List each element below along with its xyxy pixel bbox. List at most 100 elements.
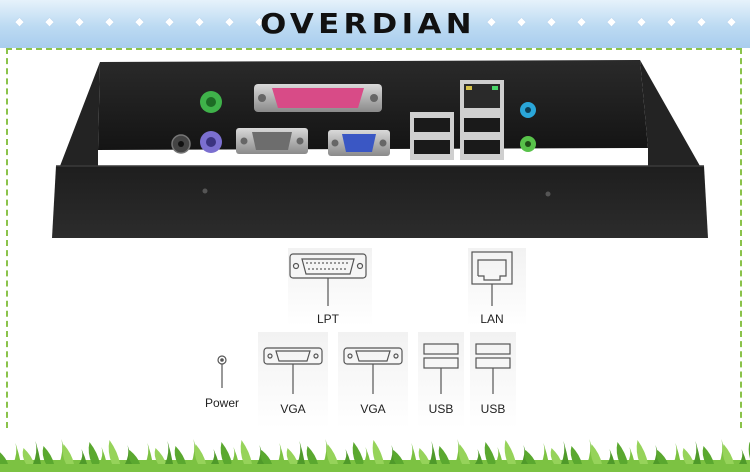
banner-dot-icon: ◆ bbox=[135, 16, 144, 28]
grass-border bbox=[0, 439, 750, 472]
banner-dot-icon: ◆ bbox=[225, 16, 234, 28]
grass-leaf-icon bbox=[561, 441, 569, 464]
grass-leaf-icon bbox=[62, 444, 74, 464]
grass-leaf-icon bbox=[286, 448, 298, 464]
port-diagram: LPT LAN Power VGA VGA USB USB bbox=[0, 248, 750, 428]
grass-leaf-icon bbox=[722, 444, 734, 464]
grass-leaf-icon bbox=[673, 443, 681, 464]
vga1-label: VGA bbox=[280, 402, 306, 416]
grass-leaf-icon bbox=[260, 450, 272, 464]
grass-leaf-icon bbox=[0, 439, 750, 464]
power-jack-icon bbox=[217, 355, 227, 388]
grass-leaf-icon bbox=[220, 442, 232, 464]
power-label: Power bbox=[204, 396, 239, 410]
grass-leaf-icon bbox=[343, 449, 351, 464]
grass-leaf-icon bbox=[79, 449, 87, 464]
banner-dot-icon: ◆ bbox=[165, 16, 174, 28]
grass-leaf-icon bbox=[524, 450, 536, 464]
banner-dot-icon: ◆ bbox=[45, 16, 54, 28]
grass-leaf-icon bbox=[352, 442, 364, 464]
screw-icon bbox=[202, 188, 208, 194]
grass-leaf-icon bbox=[165, 441, 173, 464]
grass-leaf-icon bbox=[504, 440, 516, 464]
grass-leaf-icon bbox=[418, 448, 430, 464]
device-front-flange bbox=[52, 166, 708, 238]
grass-leaf-icon bbox=[194, 444, 206, 464]
grass-leaf-icon bbox=[231, 447, 239, 464]
grass-leaf-icon bbox=[363, 447, 371, 464]
grass-leaf-icon bbox=[306, 446, 318, 464]
device-left-wing bbox=[60, 62, 100, 166]
usb2-label: USB bbox=[480, 402, 506, 416]
grass-leaf-icon bbox=[475, 449, 483, 464]
lpt-label: LPT bbox=[316, 312, 339, 326]
banner-dot-icon: ◆ bbox=[637, 16, 646, 28]
grass-leaf-icon bbox=[590, 444, 602, 464]
banner-dot-icon: ◆ bbox=[697, 16, 706, 28]
grass-leaf-icon bbox=[627, 447, 635, 464]
grass-leaf-icon bbox=[211, 449, 219, 464]
grass-leaf-icon bbox=[682, 448, 694, 464]
grass-leaf-icon bbox=[484, 442, 496, 464]
device-right-wing bbox=[640, 60, 700, 166]
screw-icon bbox=[545, 191, 551, 197]
grass-leaf-icon bbox=[240, 440, 252, 464]
grass-leaf-icon bbox=[656, 450, 668, 464]
banner-dot-icon: ◆ bbox=[105, 16, 114, 28]
vga2-label: VGA bbox=[360, 402, 386, 416]
grass-leaf-icon bbox=[297, 441, 305, 464]
grass-leaf-icon bbox=[33, 441, 41, 464]
grass-leaf-icon bbox=[42, 446, 54, 464]
vga-icon bbox=[263, 347, 323, 394]
grass-leaf-icon bbox=[570, 446, 582, 464]
banner-dot-icon: ◆ bbox=[667, 16, 676, 28]
grass-leaf-icon bbox=[0, 452, 8, 464]
grass-leaf-icon bbox=[739, 449, 747, 464]
grass-leaf-icon bbox=[128, 450, 140, 464]
banner-dot-icon: ◆ bbox=[547, 16, 556, 28]
grass-leaf-icon bbox=[693, 441, 701, 464]
brand-title: OVERDIAN bbox=[260, 7, 476, 40]
usb-icon bbox=[475, 343, 511, 394]
banner-dot-icon: ◆ bbox=[727, 16, 736, 28]
grass-leaf-icon bbox=[88, 442, 100, 464]
banner-dot-icon: ◆ bbox=[577, 16, 586, 28]
grass-leaf-icon bbox=[607, 449, 615, 464]
lpt-icon bbox=[289, 253, 367, 306]
vga-icon bbox=[343, 347, 403, 394]
grass-leaf-icon bbox=[541, 443, 549, 464]
lan-icon bbox=[471, 251, 513, 306]
banner-dot-icon: ◆ bbox=[517, 16, 526, 28]
lan-label: LAN bbox=[480, 312, 504, 326]
grass-leaf-icon bbox=[702, 446, 714, 464]
usb-icon bbox=[423, 343, 459, 394]
banner-dot-icon: ◆ bbox=[255, 16, 264, 28]
grass-leaf-icon bbox=[636, 440, 648, 464]
banner-dot-icon: ◆ bbox=[75, 16, 84, 28]
grass-leaf-icon bbox=[409, 443, 417, 464]
grass-leaf-icon bbox=[392, 450, 404, 464]
grass-leaf-icon bbox=[145, 443, 153, 464]
dashed-frame bbox=[6, 48, 742, 428]
grass-leaf-icon bbox=[277, 443, 285, 464]
grass-leaf-icon bbox=[154, 448, 166, 464]
grass-leaf-icon bbox=[99, 447, 107, 464]
grass-leaf-icon bbox=[372, 440, 384, 464]
banner-dot-icon: ◆ bbox=[15, 16, 24, 28]
grass-leaf-icon bbox=[13, 443, 21, 464]
grass-leaf-icon bbox=[429, 441, 437, 464]
banner-dot-icon: ◆ bbox=[487, 16, 496, 28]
device-rear-photo bbox=[52, 60, 708, 238]
grass-leaf-icon bbox=[326, 444, 338, 464]
grass-leaf-icon bbox=[495, 447, 503, 464]
usb1-label: USB bbox=[428, 402, 454, 416]
port-icons bbox=[217, 251, 513, 394]
grass-leaf-icon bbox=[108, 440, 120, 464]
banner-dot-icon: ◆ bbox=[195, 16, 204, 28]
brand-banner: ◆ ◆ ◆ ◆ ◆ ◆ ◆ ◆ ◆ OVERDIAN ◆ ◆ ◆ ◆ ◆ ◆ ◆… bbox=[0, 0, 750, 48]
grass-leaf-icon bbox=[458, 444, 470, 464]
grass-leaf-icon bbox=[616, 442, 628, 464]
grass-leaf-icon bbox=[438, 446, 450, 464]
grass-leaf-icon bbox=[22, 448, 34, 464]
grass-leaf-icon bbox=[550, 448, 562, 464]
